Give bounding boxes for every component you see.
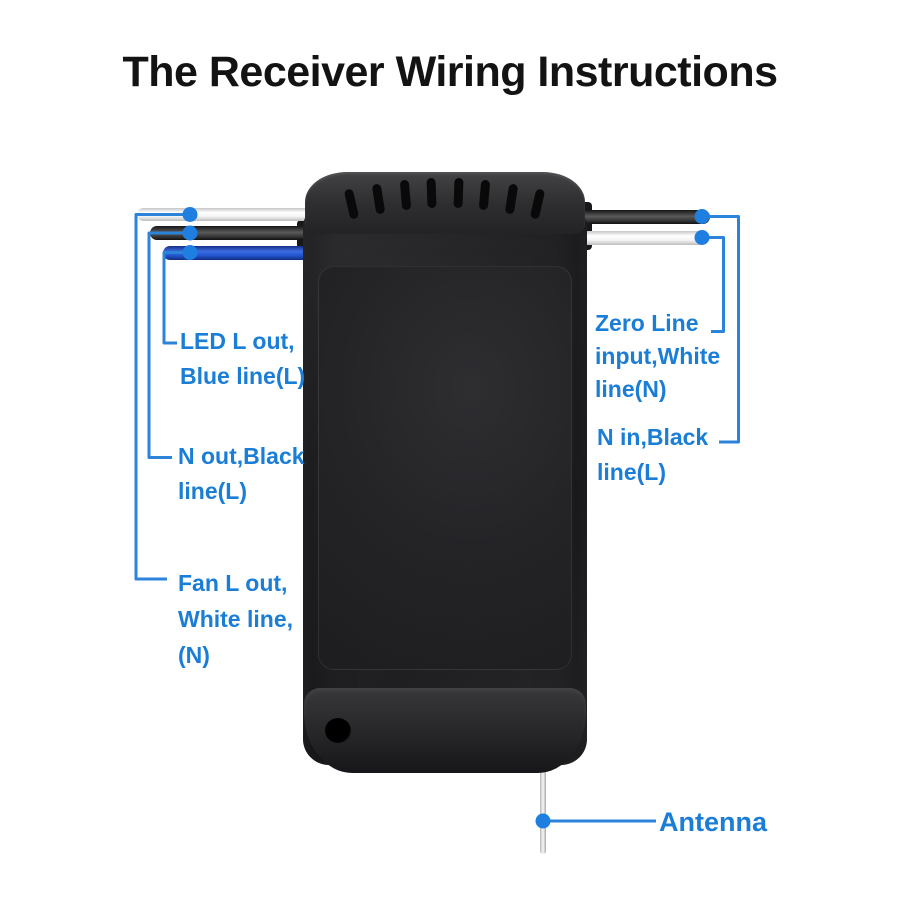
receiver-top-cap [305, 172, 585, 234]
label-line: Fan L out, [178, 570, 288, 596]
label-line: Zero Line [595, 310, 699, 336]
vent-slot-icon [343, 188, 360, 220]
receiver-body [303, 202, 587, 765]
n-out-black-wire [150, 226, 305, 240]
led-l-out-blue-wire [163, 246, 305, 260]
label-line: N out,Black [178, 443, 305, 469]
label-n-out: N out,Black line(L) [178, 439, 305, 509]
label-line: Blue line(L) [180, 363, 306, 389]
label-line: (N) [178, 642, 210, 668]
label-line: Antenna [659, 807, 767, 837]
vent-slot-icon [504, 183, 519, 215]
label-line: LED L out, [180, 328, 295, 354]
vent-slot-icon [529, 188, 546, 220]
vent-slot-icon [371, 183, 386, 215]
vent-slot-icon [399, 179, 412, 211]
label-line: line(L) [597, 459, 666, 485]
label-line: White line, [178, 606, 293, 632]
label-n-in: N in,Black line(L) [597, 420, 708, 490]
label-antenna: Antenna [659, 802, 767, 842]
fan-l-out-white-wire [137, 208, 305, 221]
label-line: input,White [595, 343, 721, 369]
receiver-bottom-cap [304, 688, 586, 773]
receiver-device [303, 172, 587, 773]
n-in-black-wire [585, 210, 710, 224]
leader-fan-line [134, 213, 190, 581]
receiver-front-panel [318, 266, 572, 670]
vent-slot-icon [453, 177, 464, 209]
vent-slot-icon [426, 177, 437, 209]
vent-slot-icon [478, 179, 491, 211]
page-title: The Receiver Wiring Instructions [122, 48, 778, 96]
label-led-l-out: LED L out, Blue line(L) [180, 324, 305, 394]
label-line: line(L) [178, 478, 247, 504]
antenna-wire [540, 766, 546, 854]
label-line: line(N) [595, 376, 667, 402]
label-zero-line-input: Zero Line input,White line(N) [595, 307, 720, 406]
zero-line-white-wire [585, 231, 707, 245]
screw-hole-icon [325, 718, 351, 743]
label-fan-l-out: Fan L out, White line, (N) [178, 565, 293, 673]
label-line: N in,Black [597, 424, 709, 450]
